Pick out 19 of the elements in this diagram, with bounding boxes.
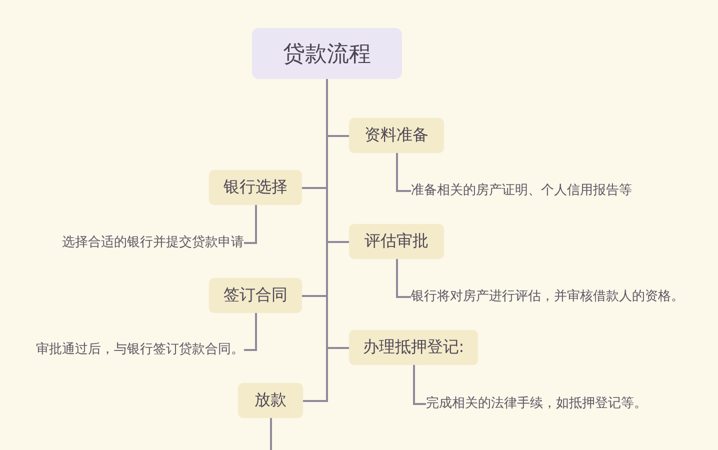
description-text: 银行将对房产进行评估，并审核借款人的资格。 <box>411 288 684 306</box>
leader-line <box>396 153 411 192</box>
subtopic-box: 签订合同 <box>209 278 302 313</box>
description-text: 审批通过后，与银行签订贷款合同。 <box>36 341 244 359</box>
leader-line <box>270 418 272 450</box>
branch-connector <box>303 79 328 402</box>
subtopic-box: 办理抵押登记: <box>349 330 478 365</box>
leader-line <box>413 365 426 405</box>
subtopic-box: 放款 <box>238 383 303 418</box>
subtopic-box: 资料准备 <box>349 118 444 153</box>
description-text: 选择合适的银行并提交贷款申请 <box>62 234 244 252</box>
leader-line <box>244 205 257 244</box>
leader-line <box>396 259 411 298</box>
root-topic-box: 贷款流程 <box>252 28 402 79</box>
subtopic-box: 评估审批 <box>349 224 444 259</box>
description-text: 准备相关的房产证明、个人信用报告等 <box>411 182 632 200</box>
subtopic-box: 银行选择 <box>209 170 302 205</box>
description-text: 完成相关的法律手续，如抵押登记等。 <box>426 395 647 413</box>
leader-line <box>244 313 257 351</box>
